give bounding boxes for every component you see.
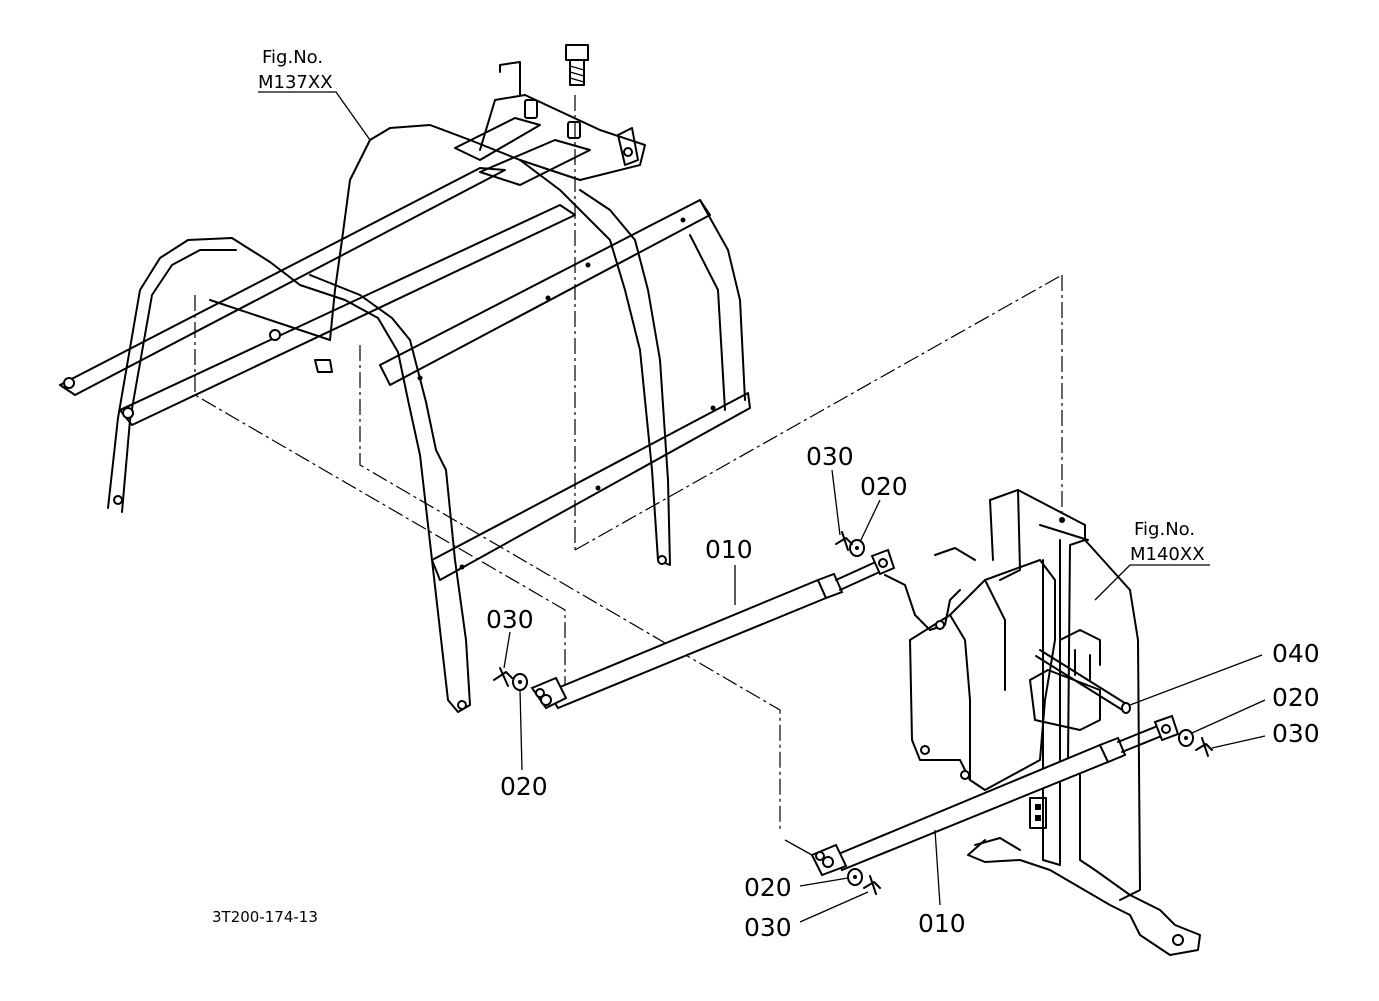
clip-lower [863,875,881,895]
gas-strut-lower [810,714,1180,877]
gas-strut-upper [530,548,896,710]
callout-020-upper-left: 020 [500,772,548,801]
leader-lines [258,91,1266,923]
callout-020-right: 020 [1272,683,1320,712]
ref-m137-line2: M137XX [258,72,333,93]
callout-020-lower: 020 [744,873,792,902]
callout-030-upper-right: 030 [806,442,854,471]
callout-040: 040 [1272,639,1320,668]
callout-030-lower: 030 [744,913,792,942]
hardware [493,531,1213,895]
ref-m140-line1: Fig.No. [1134,519,1195,540]
callout-010-lower: 010 [918,909,966,938]
callout-030-upper-left: 030 [486,605,534,634]
ref-m140-line2: M140XX [1130,544,1205,565]
callout-030-right: 030 [1272,719,1320,748]
support-frame [884,489,1201,956]
callout-010-upper: 010 [705,535,753,564]
clip-upper-right [835,531,853,551]
clip-right [1195,737,1213,757]
drawing-code: 3T200-174-13 [212,908,318,926]
labels: Fig.No. M137XX Fig.No. M140XX 030 020 01… [212,47,1320,942]
callout-020-upper-right: 020 [860,472,908,501]
pin-040 [1035,649,1131,714]
assembly-lines [194,95,1063,830]
rops-frame [59,44,751,713]
clip-upper-left [493,667,513,687]
ref-m137-line1: Fig.No. [262,47,323,68]
